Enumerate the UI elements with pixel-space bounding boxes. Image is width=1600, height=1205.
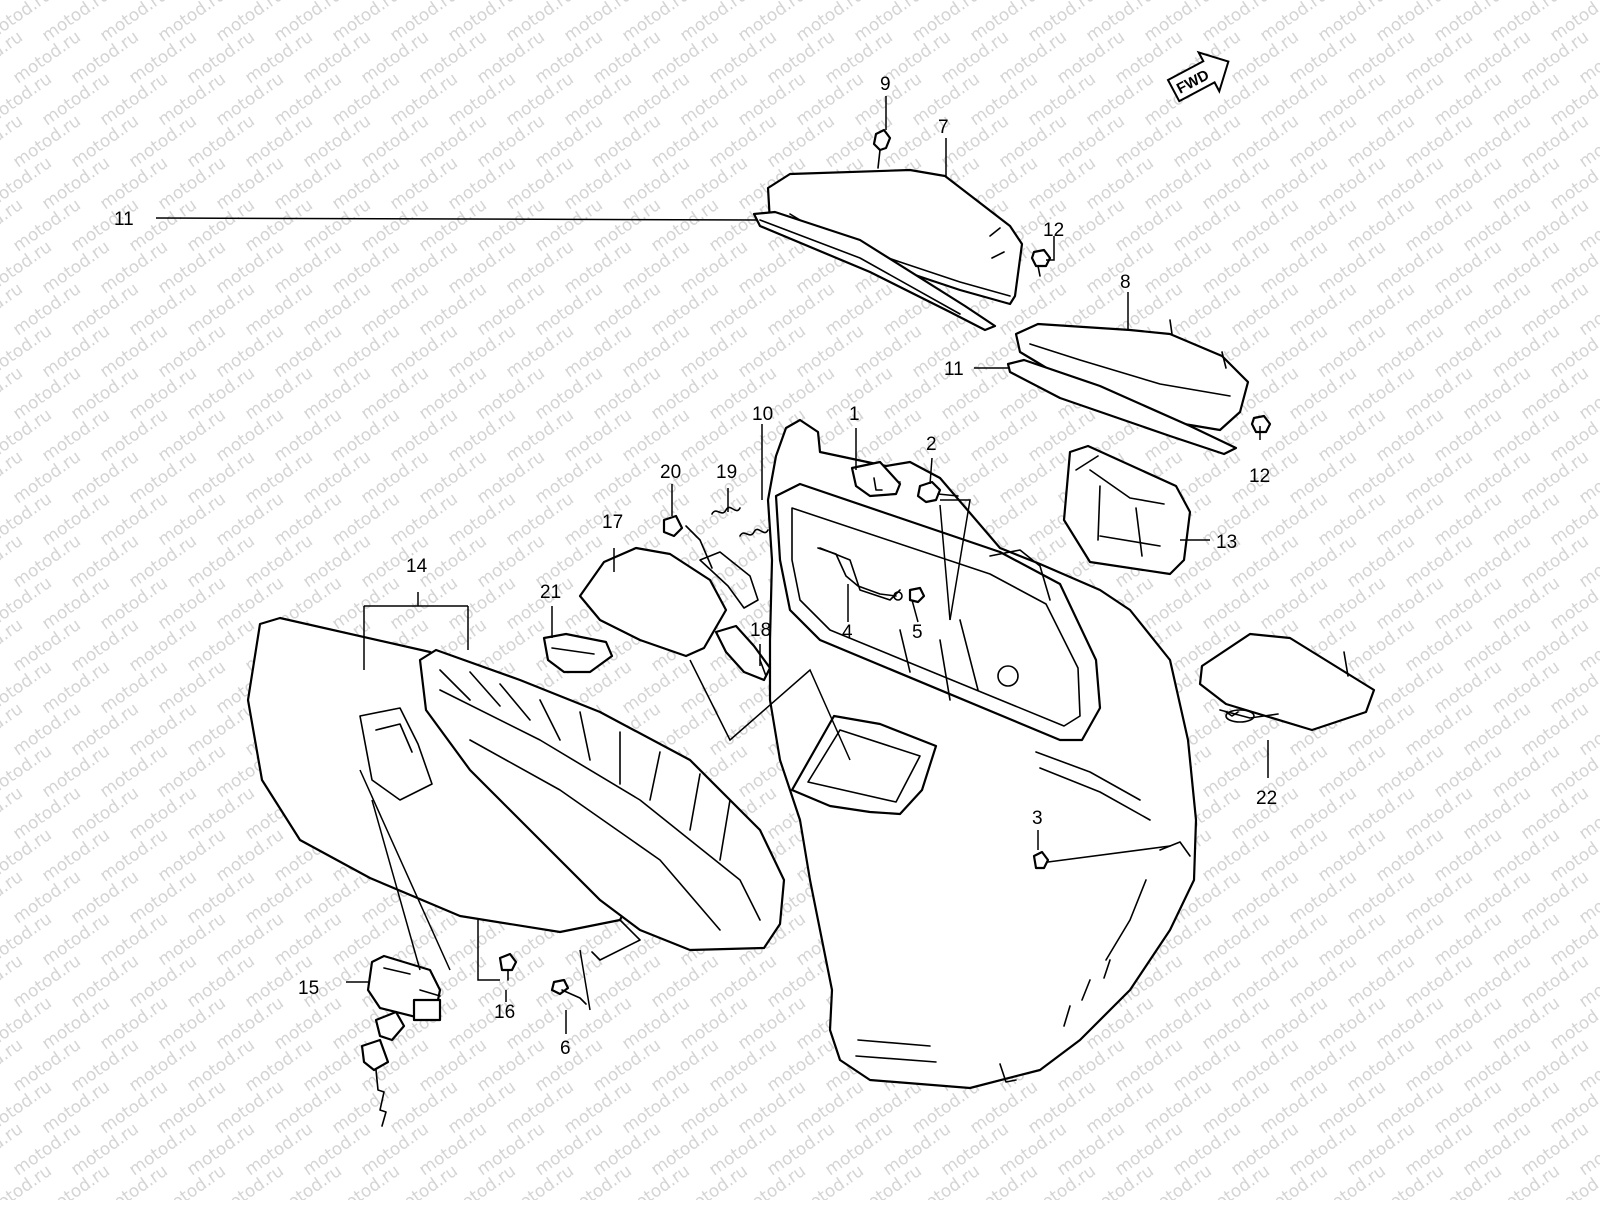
callout-3: 3 [1032, 808, 1043, 829]
callout-11-lower: 11 [944, 359, 964, 380]
callout-1: 1 [849, 404, 860, 425]
callout-15: 15 [298, 978, 319, 999]
callout-2: 2 [926, 434, 937, 455]
watermark-text: motod.ru [1575, 0, 1600, 4]
callout-21: 21 [540, 582, 561, 603]
callout-8: 8 [1120, 272, 1131, 293]
callout-20: 20 [660, 462, 681, 483]
callout-4: 4 [842, 622, 853, 643]
callout-10: 10 [752, 404, 773, 425]
callout-18: 18 [750, 620, 771, 641]
callout-19: 19 [716, 462, 737, 483]
callout-12-lower: 12 [1249, 466, 1270, 487]
callout-16: 16 [494, 1002, 515, 1023]
callout-5: 5 [912, 622, 923, 643]
callout-6: 6 [560, 1038, 571, 1059]
callout-12-upper: 12 [1043, 220, 1064, 241]
callout-9: 9 [880, 74, 891, 95]
callout-13: 13 [1216, 532, 1237, 553]
part-22-plate [1198, 632, 1376, 732]
callout-14: 14 [406, 556, 428, 577]
callout-11-upper: 11 [114, 209, 134, 230]
callout-22: 22 [1256, 788, 1277, 809]
callout-17: 17 [602, 512, 623, 533]
callout-7: 7 [938, 117, 949, 138]
